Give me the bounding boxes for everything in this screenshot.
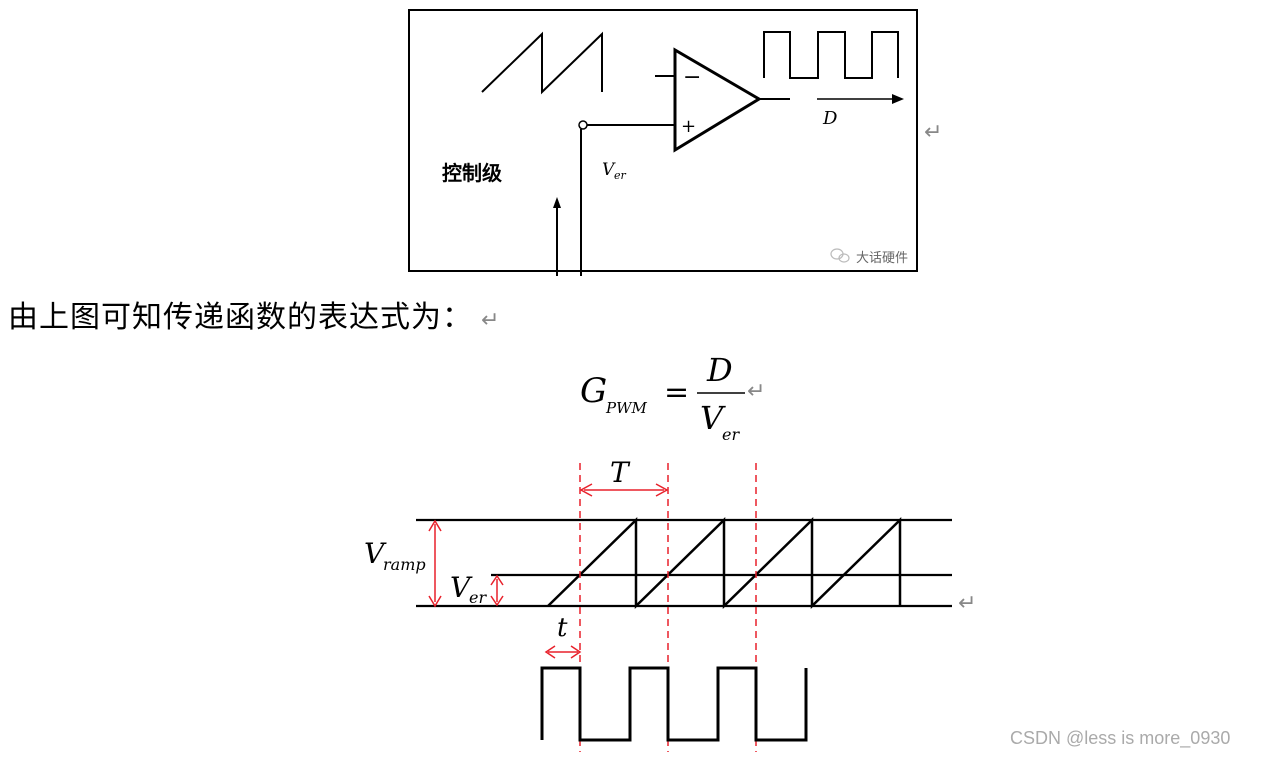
control-stage-label: 控制级 bbox=[442, 161, 502, 185]
ver-label-main: V bbox=[450, 571, 473, 604]
body-text: 由上图可知传递函数的表达式为： bbox=[8, 300, 473, 335]
body-paragraph: 由上图可知传递函数的表达式为： ↵ bbox=[8, 292, 500, 336]
paragraph-mark: ↵ bbox=[924, 120, 943, 145]
ver-dimension bbox=[490, 574, 504, 607]
vramp-label-sub: ramp bbox=[383, 555, 426, 574]
period-dimension bbox=[579, 483, 669, 497]
input-node bbox=[578, 120, 588, 130]
csdn-watermark: CSDN @less is more_0930 bbox=[1010, 728, 1231, 748]
wechat-icon bbox=[830, 248, 850, 263]
formula-lhs-sub: PWM bbox=[605, 399, 648, 417]
vramp-dimension bbox=[428, 519, 442, 608]
paragraph-mark: ↵ bbox=[481, 308, 501, 333]
plus-sign: + bbox=[681, 116, 696, 137]
ramp-waveform bbox=[547, 517, 902, 609]
formula-equals: = bbox=[664, 375, 689, 410]
figure-frame bbox=[408, 9, 918, 272]
paragraph-mark: ↵ bbox=[958, 591, 977, 616]
pwm-output-waveform bbox=[763, 31, 899, 79]
formula-denominator-main: V bbox=[700, 399, 726, 437]
ver-label-main: V bbox=[602, 160, 616, 180]
paragraph-mark: ↵ bbox=[747, 379, 766, 404]
comparator-figure: − + D 控制级 V er 大话硬件 bbox=[408, 9, 918, 276]
pwm-timing-waveform bbox=[540, 666, 808, 742]
ver-label-sub: er bbox=[614, 169, 627, 182]
figure-watermark: 大话硬件 bbox=[856, 251, 908, 266]
transfer-function-formula: G PWM = D V er bbox=[580, 351, 745, 444]
on-time-label: t bbox=[557, 613, 568, 643]
formula-numerator: D bbox=[706, 351, 733, 389]
ver-label-sub: er bbox=[469, 588, 487, 607]
output-arrow-head bbox=[892, 94, 904, 104]
minus-sign: − bbox=[683, 65, 701, 90]
ramp-timing-diagram: T V ramp V er t bbox=[364, 456, 952, 752]
sawtooth-waveform bbox=[481, 31, 603, 95]
vramp-label-main: V bbox=[364, 537, 387, 570]
on-time-dimension bbox=[544, 645, 582, 659]
control-arrow-head bbox=[553, 197, 561, 208]
formula-denominator-sub: er bbox=[722, 425, 740, 444]
comparator-symbol bbox=[673, 47, 762, 153]
formula-lhs-main: G bbox=[580, 371, 607, 411]
period-label: T bbox=[610, 456, 631, 489]
output-d-label: D bbox=[822, 108, 838, 129]
